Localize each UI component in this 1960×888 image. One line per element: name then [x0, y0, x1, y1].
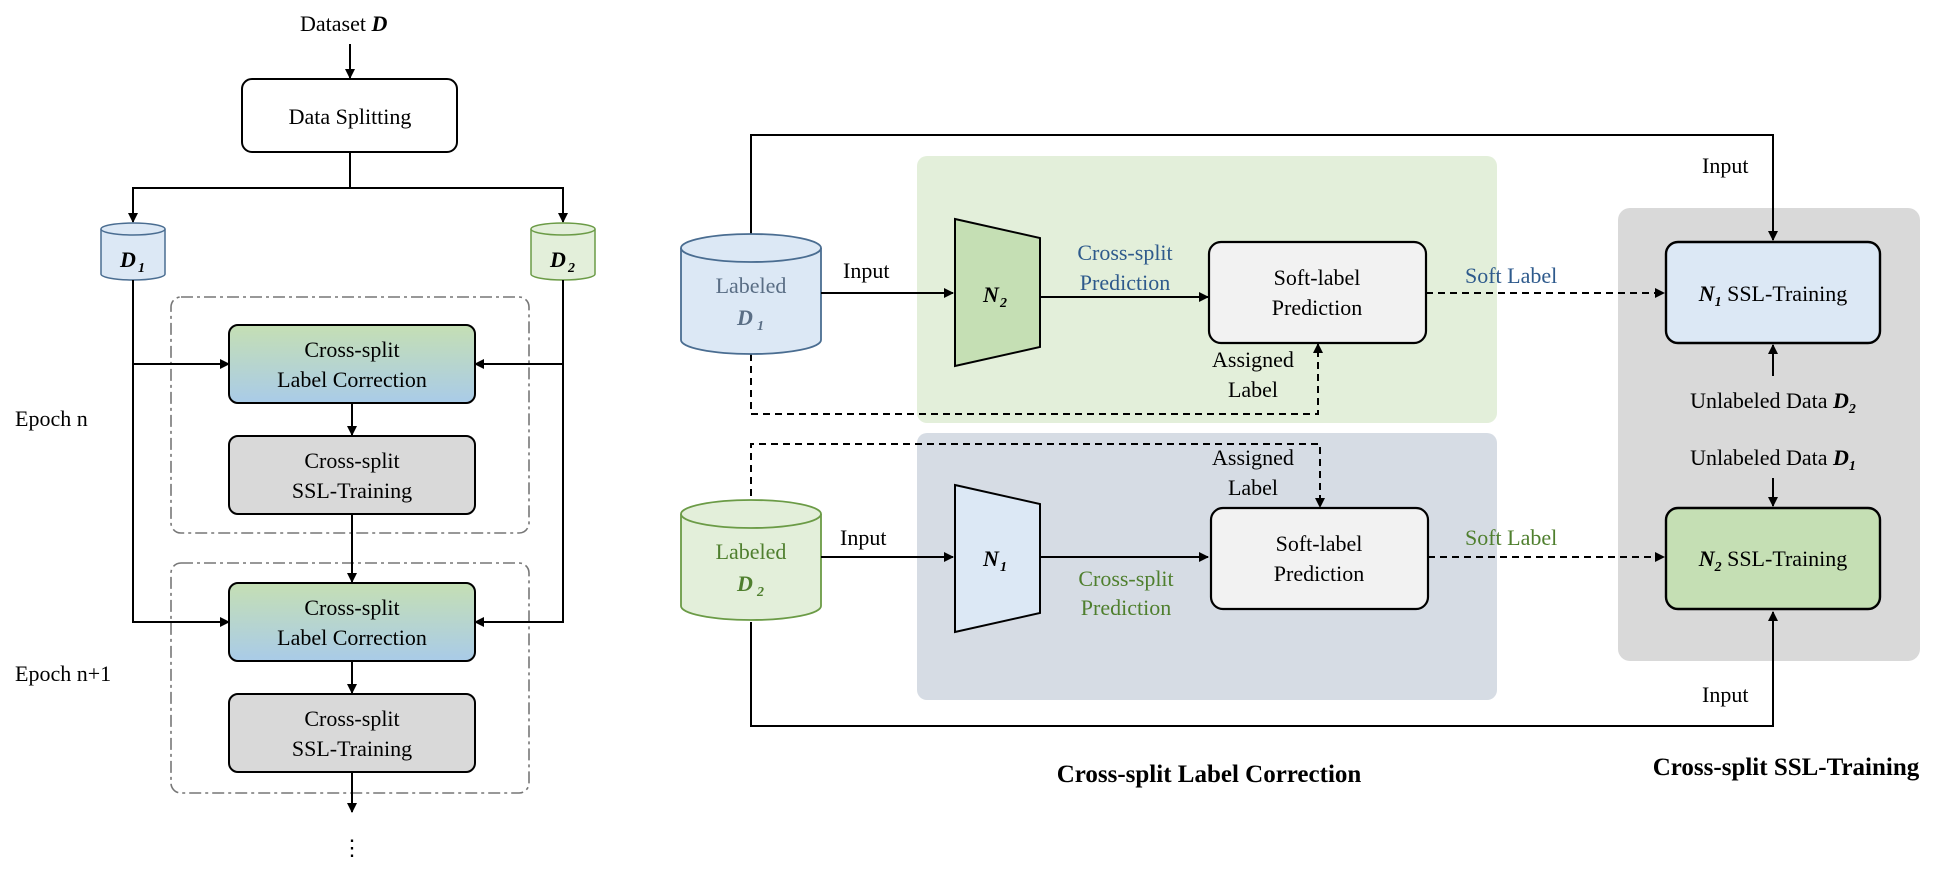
arrow-d1-to-lc2 [132, 280, 230, 627]
svg-text:N: N [982, 546, 1000, 571]
caption-label-correction: Cross-split Label Correction [1057, 761, 1362, 788]
soft-top-line1: Soft-label [1274, 265, 1361, 290]
arrow-split-to-d2 [350, 187, 568, 223]
unlabeled-d1-label: Unlabeled Data D1 [1690, 445, 1856, 474]
assigned-top-line1: Assigned [1212, 347, 1294, 372]
svg-text:D: D [736, 305, 753, 330]
svg-text:Labeled: Labeled [716, 539, 787, 564]
ssl-epoch-n1-line1: Cross-split [304, 706, 399, 731]
labeled-d2-cylinder: Labeled D 2 [680, 499, 822, 621]
cross-split-label-bottom: Cross-split [1078, 566, 1173, 591]
n1-ssl-training-label: N1 SSL-Training [1698, 281, 1848, 310]
prediction-label-top: Prediction [1080, 270, 1170, 295]
arrow-d2-to-n2-ssl [750, 611, 1778, 727]
assigned-label-line-bottom [750, 443, 1325, 508]
dataset-label: Dataset D [300, 11, 387, 36]
svg-text:2: 2 [567, 261, 575, 276]
soft-label-text-bottom: Soft Label [1465, 525, 1557, 550]
soft-top-line2: Prediction [1272, 295, 1362, 320]
epoch-n-label: Epoch n [15, 406, 88, 431]
soft-label-prediction-box-top [1207, 240, 1428, 345]
prediction-label-bottom: Prediction [1081, 595, 1171, 620]
soft-label-text-top: Soft Label [1465, 263, 1557, 288]
n1-network: N 1 [954, 483, 1041, 634]
svg-text:2: 2 [999, 296, 1007, 311]
lc-epoch-n1-line2: Label Correction [277, 625, 427, 650]
arrow-split-to-d1 [128, 152, 351, 223]
caption-ssl-training: Cross-split SSL-Training [1653, 754, 1920, 781]
d2-cylinder: D 2 [530, 222, 596, 281]
continuation-dots: ⋮ [341, 835, 363, 860]
svg-text:1: 1 [1000, 560, 1007, 575]
n2-network: N 2 [954, 217, 1041, 368]
epoch-n1-frame [170, 562, 530, 794]
ssl-epoch-n-line2: SSL-Training [292, 478, 412, 503]
data-splitting-label: Data Splitting [289, 104, 412, 129]
green-panel [917, 156, 1497, 423]
epoch-n1-label: Epoch n+1 [15, 661, 111, 686]
svg-text:N: N [982, 282, 1000, 307]
soft-bottom-line1: Soft-label [1276, 531, 1363, 556]
assigned-bottom-line2: Label [1228, 475, 1278, 500]
lc-epoch-n-line2: Label Correction [277, 367, 427, 392]
svg-text:2: 2 [756, 585, 764, 600]
labeled-d1-cylinder: Labeled D 1 [680, 233, 822, 355]
input-label-d1: Input [843, 258, 889, 283]
lc-epoch-n-line1: Cross-split [304, 337, 399, 362]
unlabeled-d2-label: Unlabeled Data D2 [1690, 388, 1856, 417]
svg-text:1: 1 [138, 261, 145, 276]
arrow-d2-to-lc2 [474, 280, 564, 627]
svg-text:D: D [119, 247, 136, 272]
n2-ssl-training-label: N2 SSL-Training [1698, 546, 1848, 575]
input-label-bottom: Input [1702, 682, 1748, 707]
svg-text:D: D [736, 571, 753, 596]
epoch-n-frame [170, 296, 530, 534]
assigned-top-line2: Label [1228, 377, 1278, 402]
svg-text:Labeled: Labeled [716, 273, 787, 298]
input-label-d2: Input [840, 525, 886, 550]
input-label-top: Input [1702, 153, 1748, 178]
n2-ssl-training-box [1664, 506, 1882, 611]
soft-bottom-line2: Prediction [1274, 561, 1364, 586]
d1-cylinder: D 1 [100, 222, 166, 281]
arrow-d1-to-n1-ssl [750, 134, 1778, 241]
ssl-epoch-n1-line2: SSL-Training [292, 736, 412, 761]
assigned-label-line-top [750, 343, 1323, 415]
assigned-bottom-line1: Assigned [1212, 445, 1294, 470]
n1-ssl-training-box [1664, 240, 1882, 345]
left-flow: Dataset D Data Splitting D 1 D 2 Epoch n… [15, 11, 596, 860]
svg-text:D: D [549, 247, 566, 272]
blue-panel [917, 433, 1497, 700]
ssl-epoch-n-line1: Cross-split [304, 448, 399, 473]
right-flow: Input Input Labeled D 1 Labeled D 2 Inpu… [680, 134, 1920, 788]
cross-split-label-top: Cross-split [1077, 240, 1172, 265]
lc-epoch-n1-line1: Cross-split [304, 595, 399, 620]
soft-label-prediction-box-bottom [1209, 506, 1430, 611]
svg-text:1: 1 [757, 319, 764, 334]
